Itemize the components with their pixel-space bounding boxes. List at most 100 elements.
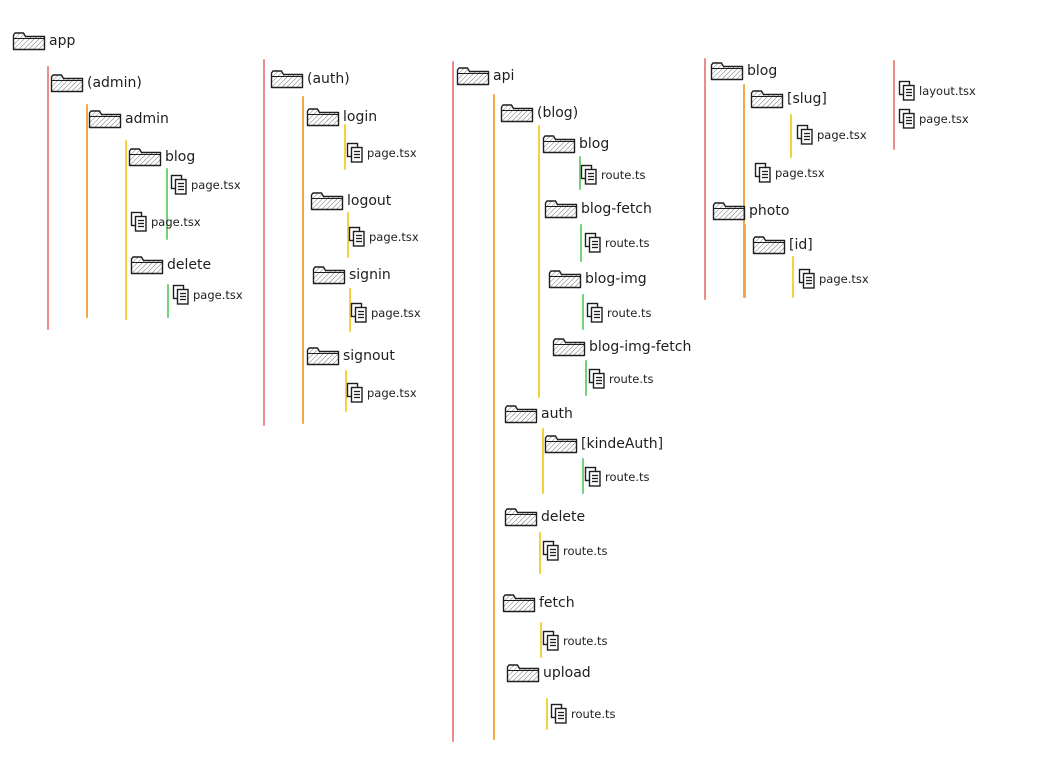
file-node: route.ts — [542, 630, 608, 652]
file-icon — [346, 142, 363, 163]
file-node: page.tsx — [898, 108, 969, 130]
file-label: route.ts — [563, 544, 608, 558]
folder-label: (auth) — [307, 71, 350, 87]
file-label: page.tsx — [775, 166, 825, 180]
folder-node: signin — [312, 264, 391, 286]
folder-label: login — [343, 109, 378, 125]
folder-label: (blog) — [537, 105, 579, 121]
folder-node: signout — [306, 345, 395, 367]
file-label: page.tsx — [819, 272, 869, 286]
folder-node: auth — [504, 403, 573, 425]
folder-icon — [544, 435, 578, 454]
tree-connector-level-2 — [743, 84, 745, 298]
tree-connector-level-3 — [349, 288, 351, 332]
file-icon — [584, 232, 601, 253]
tree-connector-level-3 — [345, 370, 347, 412]
folder-node: [slug] — [750, 88, 827, 110]
file-label: page.tsx — [151, 215, 201, 229]
tree-connector-level-3 — [125, 140, 127, 320]
file-node: page.tsx — [348, 226, 419, 248]
folder-icon — [712, 202, 746, 221]
folder-node: blog-img — [548, 268, 647, 290]
folder-node: (auth) — [270, 68, 350, 90]
file-node: page.tsx — [346, 142, 417, 164]
folder-node: logout — [310, 190, 391, 212]
folder-label: signout — [343, 348, 395, 364]
file-label: route.ts — [601, 168, 646, 182]
folder-icon — [306, 108, 340, 127]
folder-icon — [542, 135, 576, 154]
folder-icon — [50, 74, 84, 93]
file-node: page.tsx — [130, 211, 201, 233]
file-icon — [588, 368, 605, 389]
folder-icon — [506, 664, 540, 683]
folder-icon — [88, 110, 122, 129]
tree-connector-level-1 — [704, 58, 706, 300]
folder-node: blog-fetch — [544, 198, 652, 220]
file-icon — [172, 284, 189, 305]
file-node: route.ts — [588, 368, 654, 390]
folder-node: upload — [506, 662, 591, 684]
file-node: page.tsx — [170, 174, 241, 196]
tree-connector-level-3 — [344, 124, 346, 170]
folder-label: blog — [747, 63, 778, 79]
file-label: route.ts — [563, 634, 608, 648]
file-icon — [584, 466, 601, 487]
folder-label: upload — [543, 665, 591, 681]
file-node: route.ts — [584, 466, 650, 488]
folder-label: delete — [541, 509, 586, 525]
tree-connector-level-2 — [302, 96, 304, 424]
folder-icon — [270, 70, 304, 89]
file-label: route.ts — [605, 236, 650, 250]
file-node: page.tsx — [798, 268, 869, 290]
tree-connector-level-4 — [580, 224, 582, 262]
file-label: page.tsx — [817, 128, 867, 142]
file-icon — [542, 540, 559, 561]
folder-node: blog — [128, 146, 195, 168]
tree-connector-level-3 — [538, 125, 540, 398]
tree-connector-level-1 — [263, 59, 265, 426]
folder-node: blog — [542, 133, 609, 155]
file-label: page.tsx — [367, 146, 417, 160]
tree-connector-level-3 — [546, 698, 548, 730]
file-label: page.tsx — [193, 288, 243, 302]
tree-connector-level-3 — [539, 532, 541, 574]
file-node: page.tsx — [754, 162, 825, 184]
file-icon — [170, 174, 187, 195]
folder-node: api — [456, 65, 514, 87]
folder-label: photo — [749, 203, 790, 219]
folder-label: admin — [125, 111, 169, 127]
file-node: page.tsx — [172, 284, 243, 306]
file-label: page.tsx — [919, 112, 969, 126]
file-node: page.tsx — [796, 124, 867, 146]
folder-node: (blog) — [500, 102, 578, 124]
file-node: page.tsx — [350, 302, 421, 324]
file-icon — [350, 302, 367, 323]
folder-icon — [710, 62, 744, 81]
file-node: layout.tsx — [898, 80, 976, 102]
tree-connector-level-1 — [47, 66, 49, 330]
tree-connector-level-1 — [893, 60, 895, 150]
file-icon — [348, 226, 365, 247]
file-label: page.tsx — [371, 306, 421, 320]
file-label: page.tsx — [367, 386, 417, 400]
file-node: route.ts — [542, 540, 608, 562]
folder-label: blog-img — [585, 271, 647, 287]
folder-node: admin — [88, 108, 169, 130]
folder-label: (admin) — [87, 75, 142, 91]
folder-icon — [544, 200, 578, 219]
tree-connector-level-3 — [792, 256, 794, 298]
folder-icon — [128, 148, 162, 167]
tree-connector-level-3 — [540, 622, 542, 658]
tree-connector-level-4 — [582, 294, 584, 330]
folder-icon — [12, 32, 46, 51]
folder-label: signin — [349, 267, 391, 283]
tree-connector-level-3 — [542, 428, 544, 494]
tree-connector-level-4 — [166, 168, 168, 240]
folder-icon — [456, 67, 490, 86]
tree-connector-level-3 — [347, 212, 349, 258]
file-icon — [586, 302, 603, 323]
folder-node: blog-img-fetch — [552, 336, 691, 358]
folder-icon — [312, 266, 346, 285]
